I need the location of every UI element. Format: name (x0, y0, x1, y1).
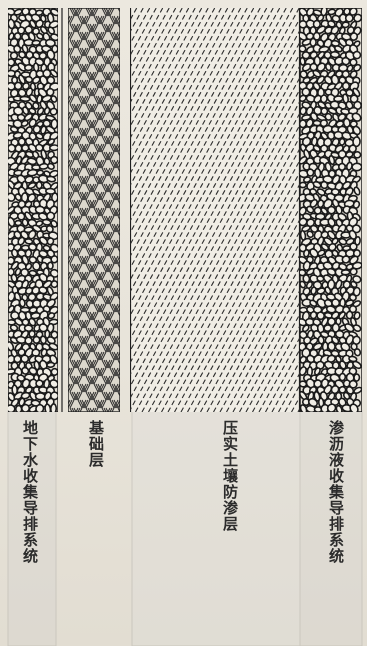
layer-labels: 渗沥液收集导排系统 压实土壤防渗层 基础层 地下水收集导排系统 (0, 420, 367, 646)
foundation-layer (68, 8, 120, 412)
groundwater-drainage-gravel-layer (8, 8, 58, 412)
separator-line (61, 8, 63, 412)
faded-pattern-background (7, 410, 363, 646)
label-clay-liner: 压实土壤防渗层 (221, 420, 239, 532)
label-foundation: 基础层 (87, 420, 105, 468)
compacted-clay-liner-layer (130, 8, 300, 412)
leachate-drainage-gravel-layer (300, 8, 362, 412)
label-groundwater-drainage: 地下水收集导排系统 (21, 420, 39, 564)
label-leachate-drainage: 渗沥液收集导排系统 (327, 420, 345, 564)
